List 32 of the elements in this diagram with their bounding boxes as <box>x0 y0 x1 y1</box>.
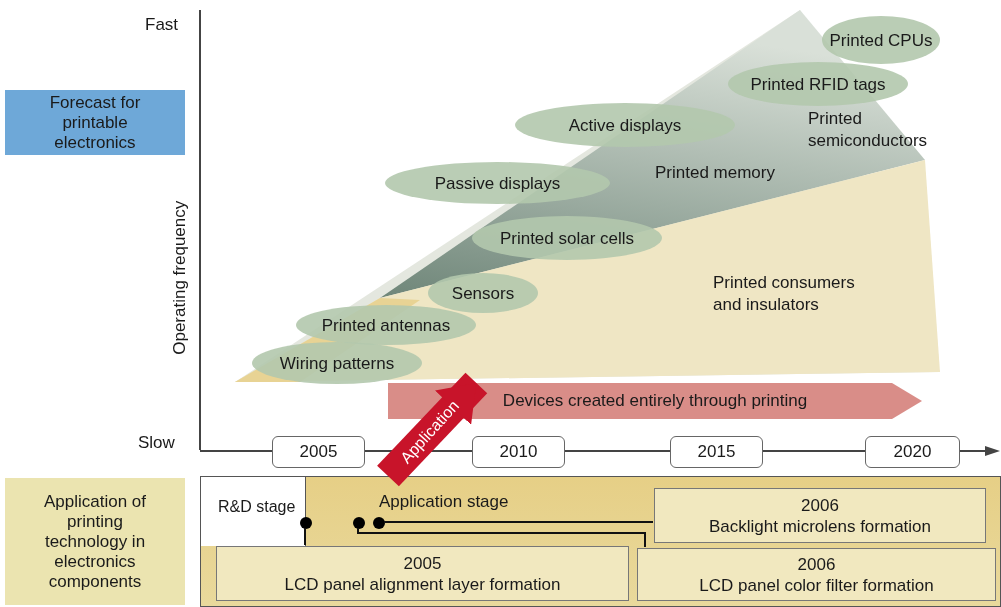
connector-line <box>357 527 646 548</box>
description-text: LCD panel color filter formation <box>699 574 934 596</box>
year-text: 2006 <box>797 553 836 575</box>
rd-stage-panel: R&D stage <box>201 477 306 546</box>
year-marker: 2005 <box>272 436 365 468</box>
category-box: Application of printing technology in electronics components <box>5 478 185 605</box>
axis-label: Operating frequency <box>168 199 190 357</box>
technology-ellipse: Wiring patterns <box>252 342 422 384</box>
axis-label: Printed memory <box>655 162 775 184</box>
technology-ellipse: Passive displays <box>385 162 610 204</box>
year-text: 2006 <box>801 494 839 516</box>
technology-box <box>654 488 986 543</box>
year-marker: 2010 <box>472 436 565 468</box>
stage-label: Application stage <box>379 491 509 513</box>
axis-label: Slow <box>138 432 175 454</box>
timeline-panel <box>200 476 1001 607</box>
connector-line <box>304 527 306 546</box>
year-marker: 2020 <box>865 436 960 468</box>
technology-box <box>216 546 629 601</box>
application-arrow <box>377 372 488 487</box>
technology-box <box>637 548 996 601</box>
year-text: 2005 <box>403 552 442 574</box>
axis-label: Printed semiconductors <box>808 108 929 152</box>
description-text: Backlight microlens formation <box>709 515 931 537</box>
category-box: Forecast for printable electronics <box>5 90 185 155</box>
connector-line <box>383 521 654 523</box>
technology-ellipse: Printed CPUs <box>822 16 940 64</box>
year-marker: 2015 <box>670 436 763 468</box>
axis-label: Fast <box>145 14 179 36</box>
axis-label: Printed consumers and insulators <box>713 272 856 316</box>
description-text: LCD panel alignment layer formation <box>284 573 561 595</box>
technology-ellipse: Active displays <box>515 103 735 147</box>
